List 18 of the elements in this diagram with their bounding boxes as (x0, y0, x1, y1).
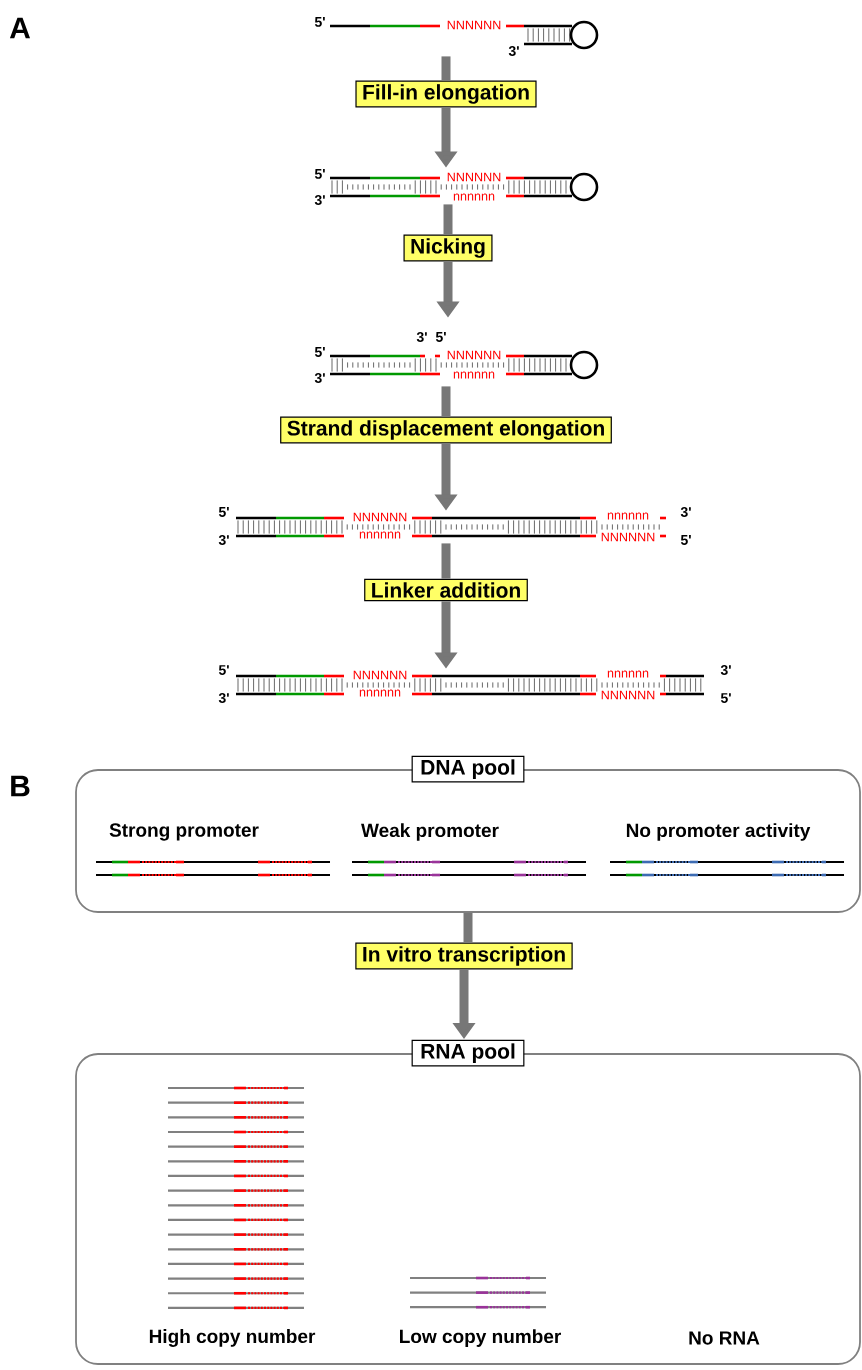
category-label: No RNA (689, 1331, 760, 1345)
step-box: Linker addition (364, 578, 528, 602)
dna-drawing (330, 20, 599, 50)
step-box: Nicking (403, 234, 493, 262)
dna-drawing (236, 674, 704, 696)
category-label: Strong promoter (109, 823, 259, 841)
step-box: In vitro transcription (355, 942, 573, 970)
panel-letter: B (11, 775, 30, 797)
category-label: High copy number (149, 1329, 316, 1347)
step-box: Fill-in elongation (355, 80, 537, 108)
category-label: No promoter activity (626, 823, 811, 841)
panel-letter: A (9, 17, 31, 39)
category-label: Low copy number (400, 1329, 561, 1347)
dna-drawing (236, 516, 666, 538)
category-label: Weak promoter (361, 823, 499, 841)
dna-drawing (330, 350, 599, 380)
step-box: Strand displacement elongation (280, 416, 612, 444)
dna-drawing (330, 172, 599, 202)
